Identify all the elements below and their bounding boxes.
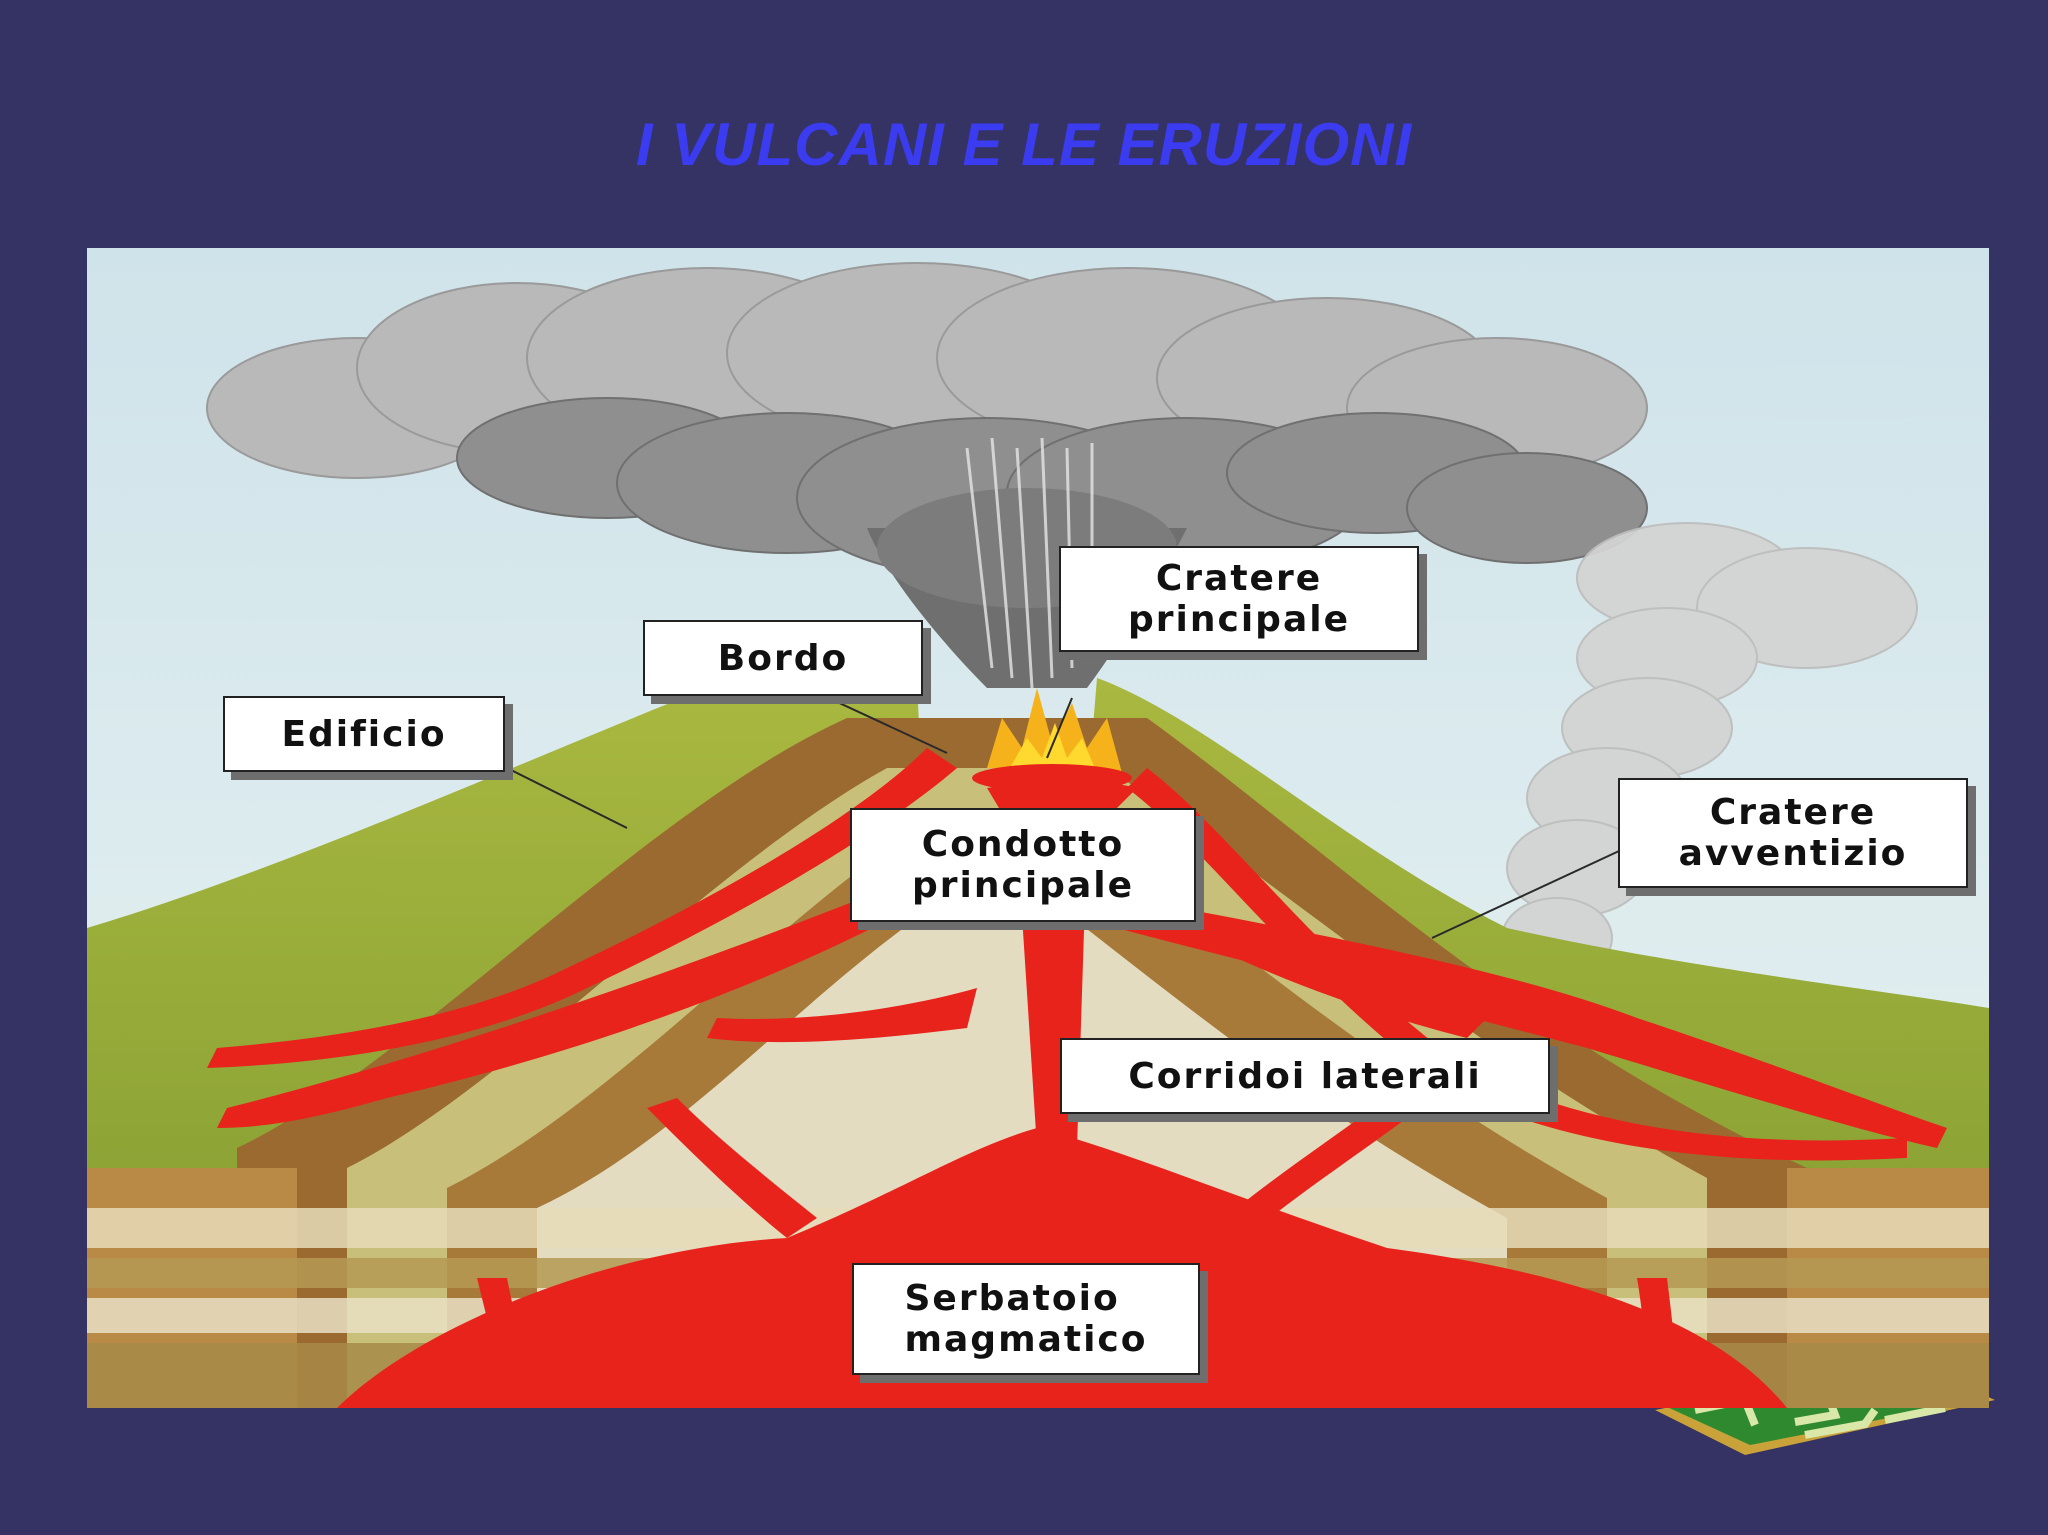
slide-title: I VULCANI E LE ERUZIONI [635,111,1413,178]
label-corridoi-laterali: Corridoi laterali [1060,1038,1550,1114]
label-edificio: Edificio [223,696,505,772]
leader-lines [506,687,1648,939]
ash-cloud [206,262,1648,479]
adventive-plume [1501,522,1918,979]
label-bordo: Bordo [643,620,923,696]
